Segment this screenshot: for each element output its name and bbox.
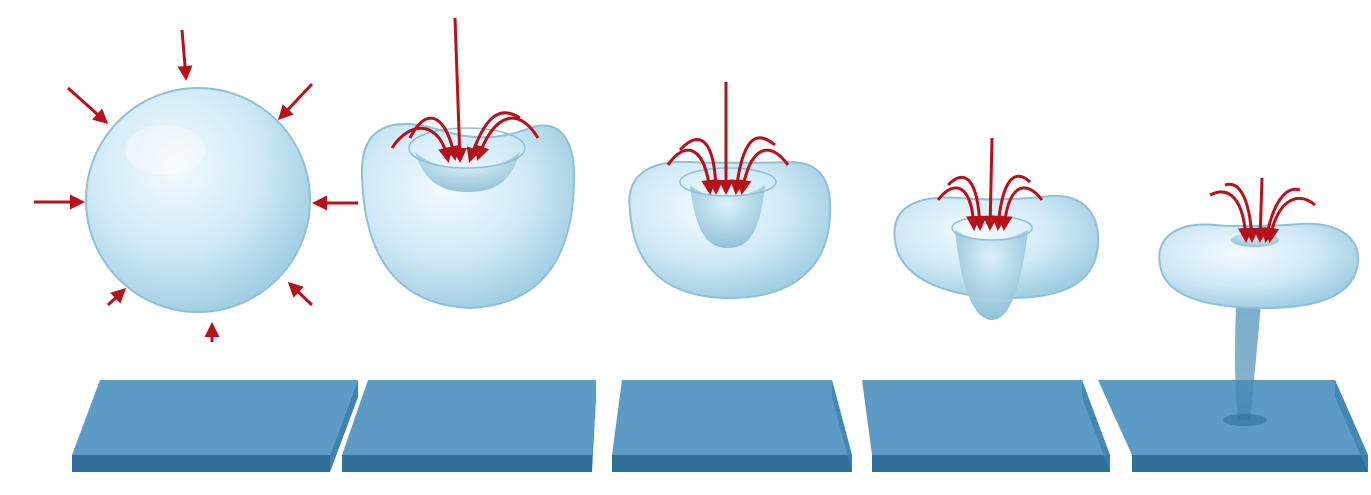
stage-3-drop: [629, 162, 830, 298]
stage-2-drop: [362, 124, 574, 308]
plate-3: [612, 380, 852, 472]
plate-4: [862, 380, 1110, 472]
plate-2: [342, 380, 596, 472]
plate-1: [72, 380, 358, 472]
stage-1-sphere: [86, 88, 310, 312]
stage-4-drop: [894, 196, 1098, 320]
plate-5: [1098, 380, 1368, 472]
